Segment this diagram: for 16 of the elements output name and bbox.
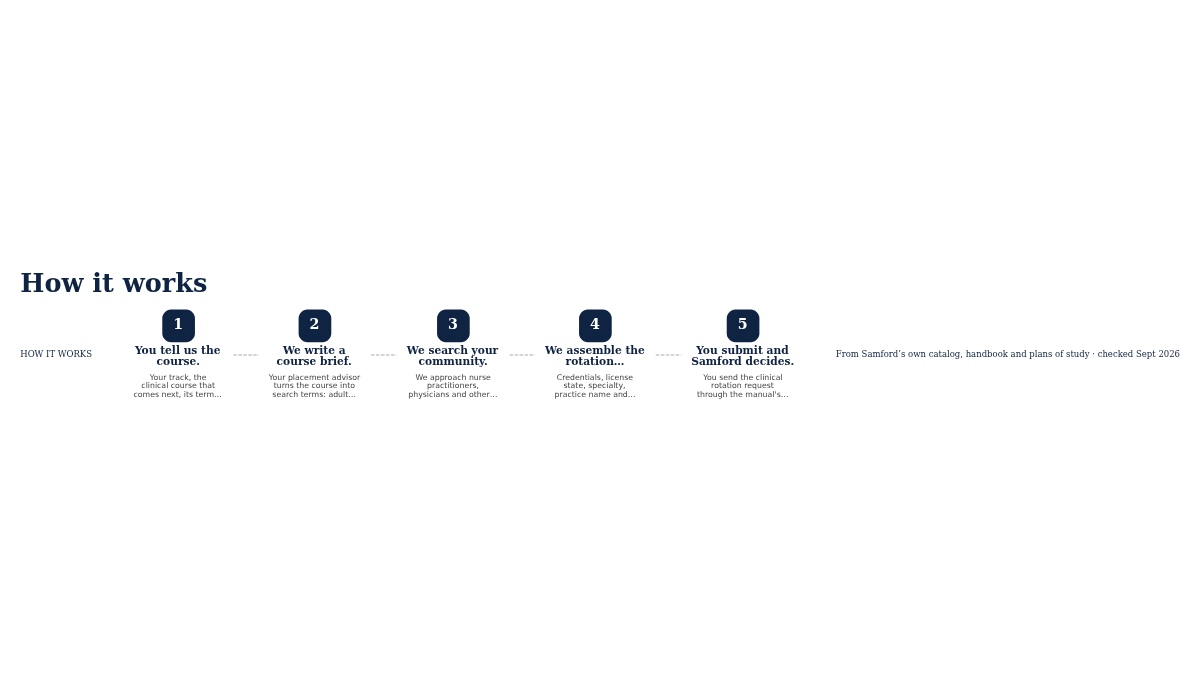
node-label: We assemble the rotation… [544,343,645,368]
diagram-title: How it works [20,267,208,298]
node-box: 5 [726,309,760,342]
node-label: We search your community. [406,343,499,368]
label: HOW IT WORKS [20,348,93,359]
node-box: 1 [162,309,195,342]
node-box: 4 [579,309,612,342]
connector [508,353,536,356]
node-box: 3 [437,309,470,342]
label: From Samford’s own catalog, handbook and plans of study · checked Sept 2026 [835,348,1181,359]
node-label: You tell us the course. [134,343,221,368]
connector [655,353,682,356]
connector [232,353,260,356]
node-label: We write a course brief. [276,343,352,368]
node-box: 2 [298,309,332,342]
node-label: You submit and Samford decides. [691,343,795,368]
